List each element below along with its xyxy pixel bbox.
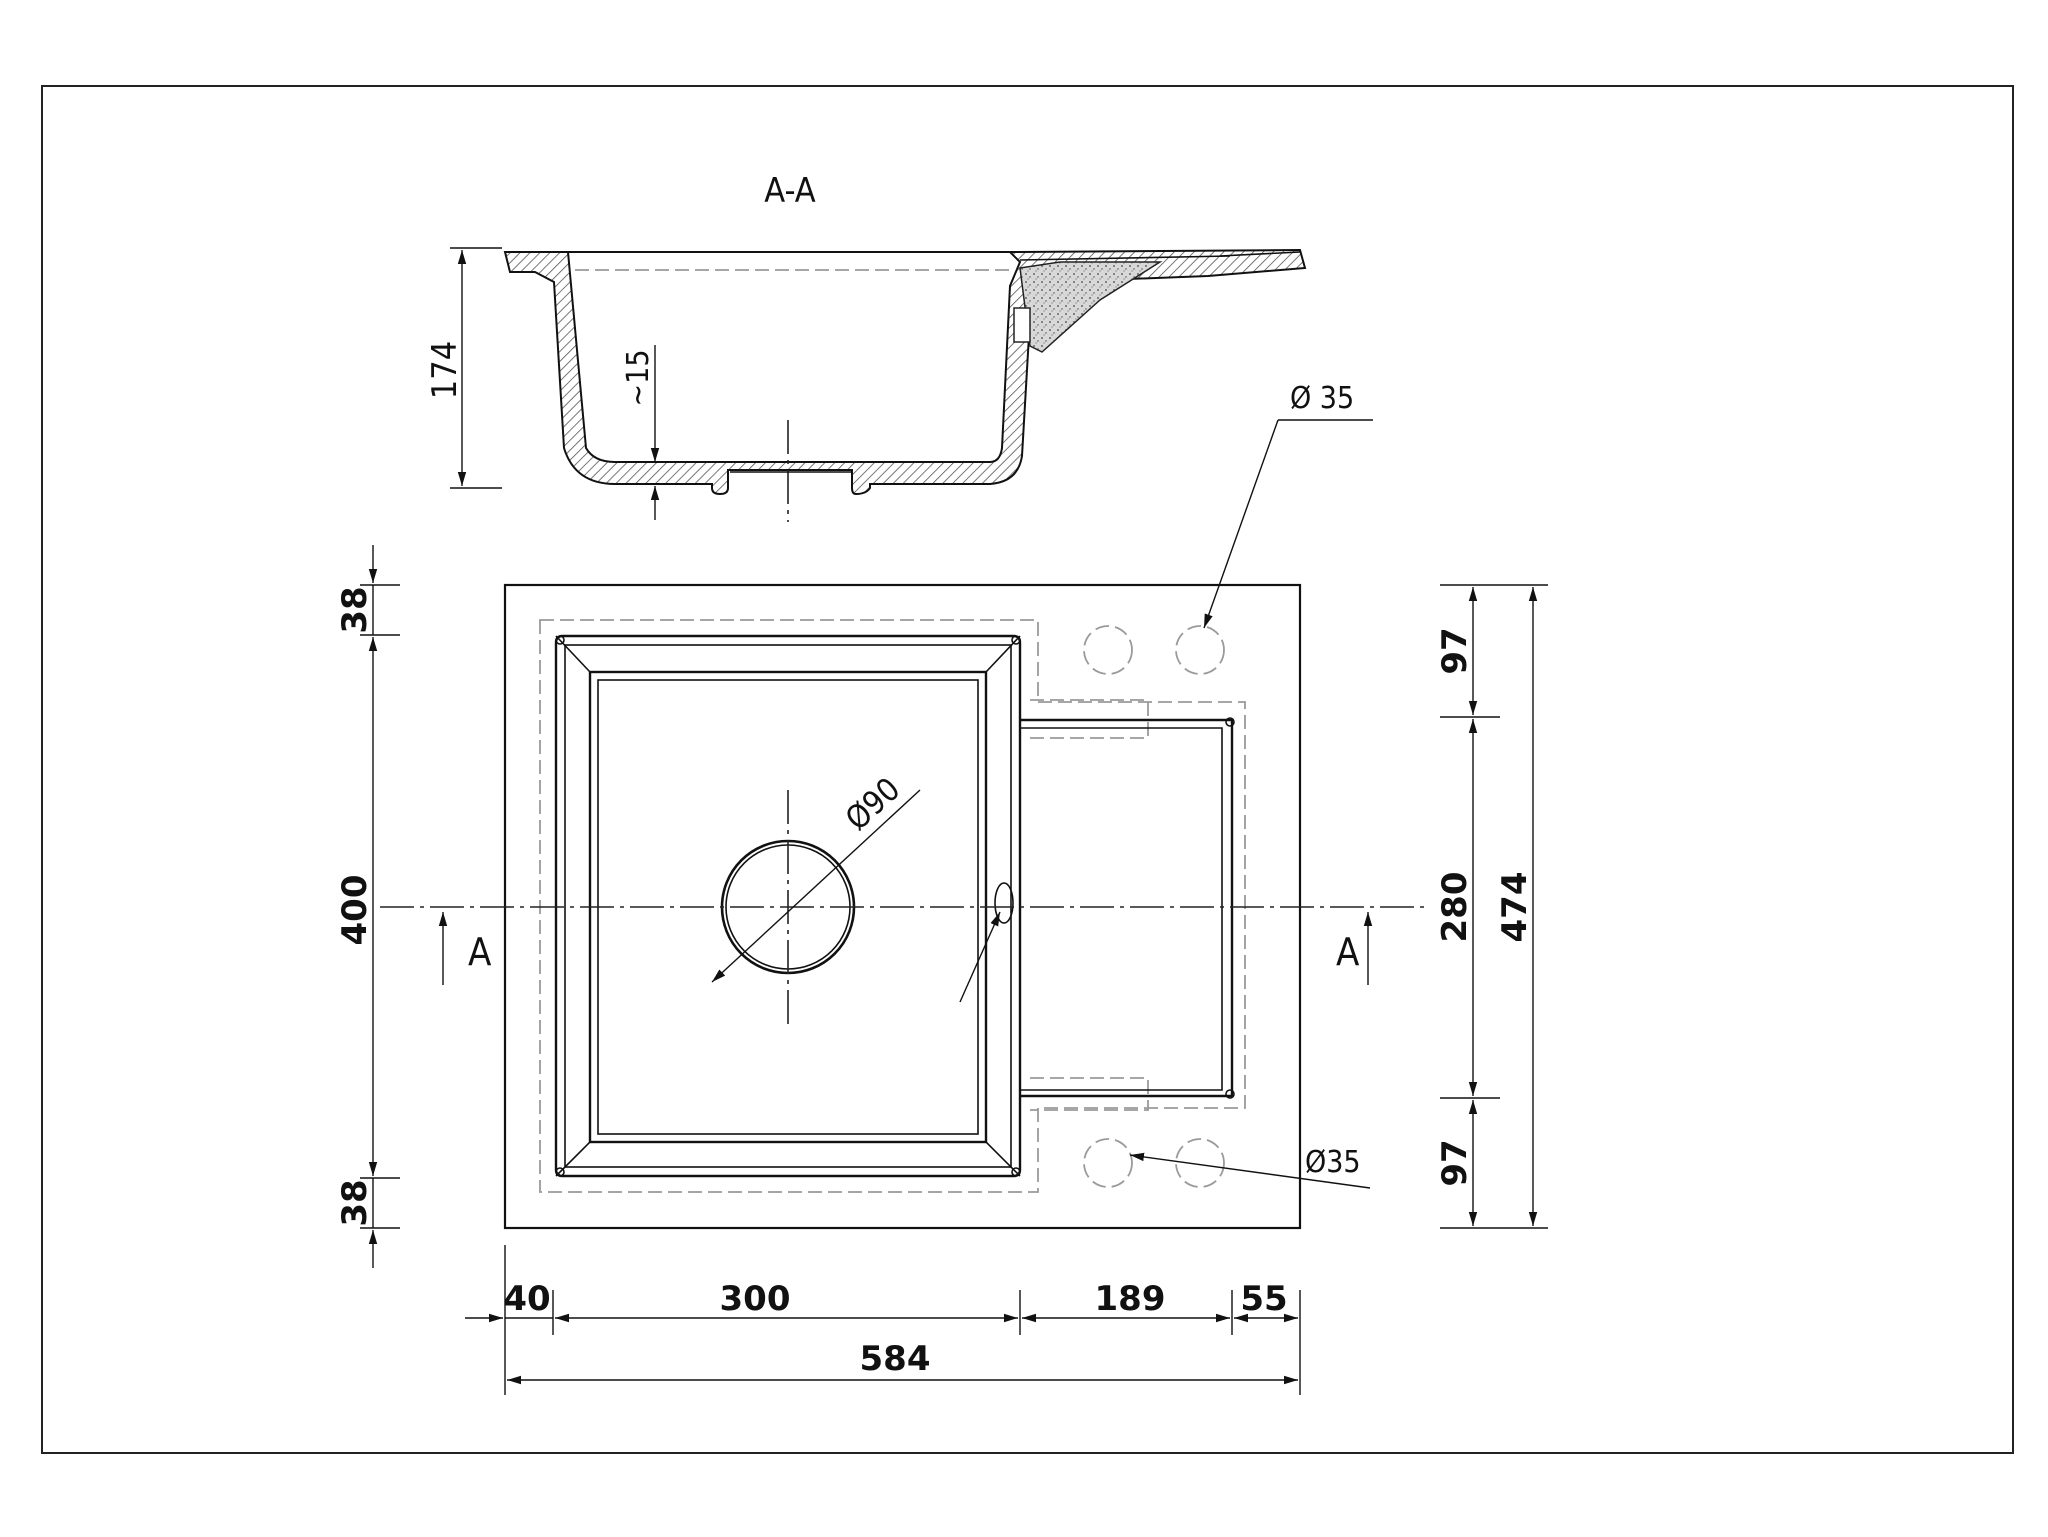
dim-right-total-label: 474 (1495, 872, 1535, 943)
corner-dot (1225, 1089, 1235, 1099)
tap-hole-bottom-right (1175, 1138, 1225, 1188)
bowl-corner-br (985, 1141, 1021, 1177)
tap-hole-top-left (1083, 625, 1133, 675)
corner-dot (1011, 1167, 1021, 1177)
overflow-hole (994, 882, 1014, 924)
section-mark-left: A (468, 930, 492, 974)
bowl-corner-tr (985, 635, 1021, 673)
dim-15-label: ~15 (621, 350, 656, 407)
corner-dot (555, 1167, 565, 1177)
dim-left-top-label: 38 (335, 586, 375, 633)
tap-hole-top-label: Ø 35 (1290, 381, 1354, 416)
dim-bottom-3-label: 189 (1095, 1279, 1166, 1319)
plan-view: A A Ø90 Ø 35 Ø35 (380, 381, 1425, 1230)
section-view: A-A 174 ~15 (425, 171, 1307, 522)
right-dimensions: 97 280 97 474 (1435, 584, 1548, 1229)
drainboard (1020, 718, 1234, 1098)
bowl-corner-bl (555, 1141, 591, 1177)
hidden-drainboard-bottom (1030, 1077, 1149, 1111)
drainboard-inner (1020, 727, 1223, 1091)
section-title: A-A (764, 171, 815, 211)
corner-dot (1225, 717, 1235, 727)
bowl-outer (554, 634, 1022, 1178)
dim-right-top-label: 97 (1435, 627, 1475, 674)
hidden-outline (539, 619, 1246, 1193)
tap-hole-bottom-left (1083, 1138, 1133, 1188)
bottom-dimensions: 40 300 189 55 584 (465, 1245, 1301, 1395)
tap-hole-bottom-leader (1129, 1152, 1371, 1189)
drainboard-top-line (1019, 255, 1231, 261)
tap-hole-top-leader (1203, 419, 1279, 629)
dim-bottom-total-label: 584 (860, 1339, 931, 1379)
tap-hole-bottom-label: Ø35 (1305, 1145, 1361, 1180)
dim-bottom-4-label: 55 (1240, 1279, 1287, 1319)
drainboard-edge-line (1219, 251, 1301, 257)
dim-left-bottom-label: 38 (335, 1179, 375, 1226)
dim-left-middle-label: 400 (335, 875, 375, 946)
overflow-slot (1013, 307, 1031, 343)
drain-diameter-leader (711, 789, 921, 983)
tap-hole-top-right (1175, 625, 1225, 675)
dim-bottom-2-label: 300 (720, 1279, 791, 1319)
drawing-frame (41, 85, 2014, 1454)
section-mark-right: A (1336, 930, 1360, 974)
dim-right-middle-label: 280 (1435, 872, 1475, 943)
dim-174-label: 174 (425, 341, 465, 399)
drain-diameter-label: Ø90 (838, 770, 907, 838)
left-dimensions: 38 400 38 (335, 545, 400, 1268)
drainboard-section (1019, 261, 1163, 353)
section-shell (503, 248, 1307, 496)
corner-dot (555, 635, 565, 645)
bowl-corner-tl (555, 635, 591, 673)
dim-right-bottom-label: 97 (1435, 1139, 1475, 1186)
overflow-leader (959, 911, 1001, 1003)
corner-dot (1011, 635, 1021, 645)
dim-bottom-1-label: 40 (503, 1279, 550, 1319)
bowl-outer-inner-edge (564, 644, 1012, 1168)
